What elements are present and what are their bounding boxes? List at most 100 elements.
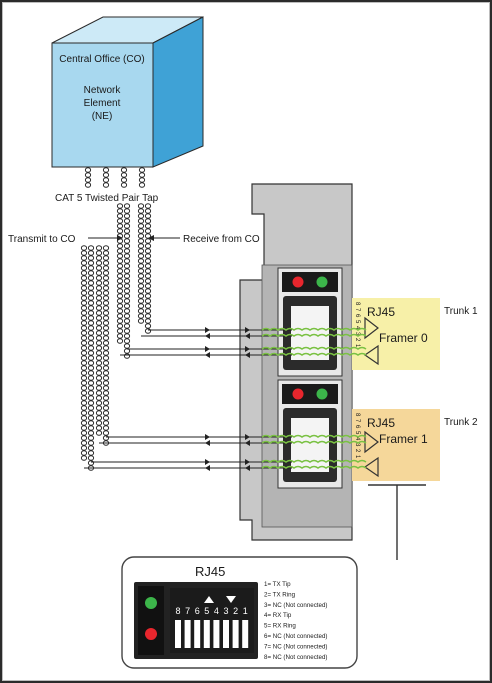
twisted-cable-1-link <box>80 345 88 351</box>
twisted-cable-1-link <box>80 330 88 336</box>
twisted-cable-5-link <box>116 333 124 339</box>
twisted-cable-1 <box>80 245 88 461</box>
detail-title: RJ45 <box>195 564 225 579</box>
twisted-cable-6-link <box>123 323 131 329</box>
twisted-cable-1-link <box>80 265 88 271</box>
twisted-cable-2-link <box>87 345 95 351</box>
twisted-cable-7-link <box>137 263 145 269</box>
twisted-cable-2-link <box>87 300 95 306</box>
twisted-cable-5 <box>116 203 124 344</box>
twisted-cable-8-link <box>144 288 152 294</box>
twisted-cable-6-link <box>123 273 131 279</box>
twisted-cable-1-link <box>80 390 88 396</box>
twisted-cable-2-link <box>87 370 95 376</box>
twisted-cable-1-link <box>80 380 88 386</box>
twisted-cable-6-link <box>123 213 131 219</box>
twisted-cable-6-link <box>123 248 131 254</box>
detail-down-arrow <box>226 596 236 603</box>
twisted-cable-2-link <box>87 290 95 296</box>
twisted-cable-3-link <box>95 320 103 326</box>
stub-cable-3-link <box>120 172 128 178</box>
legend-entry: 2= TX Ring <box>264 591 296 598</box>
stub-cable-1-link <box>84 182 92 188</box>
twisted-cable-8-link <box>144 278 152 284</box>
twisted-cable-6-link <box>123 353 131 359</box>
twisted-cable-2-link <box>87 430 95 436</box>
twisted-cable-8-link <box>144 223 152 229</box>
twisted-cable-7-link <box>137 243 145 249</box>
twisted-cable-1-link <box>80 270 88 276</box>
twisted-cable-3-link <box>95 400 103 406</box>
port-wires <box>84 327 367 471</box>
wire-7-arrow-1 <box>205 459 210 465</box>
twisted-cable-3-link <box>95 375 103 381</box>
twisted-cable-8-link <box>144 318 152 324</box>
twisted-cable-5-link <box>116 273 124 279</box>
twisted-cable-5-link <box>116 298 124 304</box>
network-element-line3: (NE) <box>92 111 113 122</box>
twisted-cable-2-link <box>87 325 95 331</box>
twisted-cable-7-link <box>137 278 145 284</box>
twisted-cable-5-link <box>116 283 124 289</box>
detail-pin-contact <box>175 620 181 648</box>
twisted-cable-7-link <box>137 308 145 314</box>
twisted-cable-3-link <box>95 345 103 351</box>
twisted-cable-4-link <box>102 310 110 316</box>
twisted-cable-2-link <box>87 245 95 251</box>
twisted-cable-5-link <box>116 293 124 299</box>
twisted-cable-1-link <box>80 445 88 451</box>
twisted-cable-8-link <box>144 213 152 219</box>
wire-1-arrow-2 <box>245 327 250 333</box>
detail-pin-contact <box>223 620 229 648</box>
twisted-cable-1-link <box>80 255 88 261</box>
twisted-cable-1-link <box>80 365 88 371</box>
twisted-cable-2-link <box>87 385 95 391</box>
wire-6-arrow-1 <box>205 440 210 446</box>
stub-cable-3-link <box>120 182 128 188</box>
twisted-cable-6-link <box>123 258 131 264</box>
twisted-cable-3-link <box>95 420 103 426</box>
stub-cable-4-link <box>138 172 146 178</box>
twisted-cable-7-link <box>137 268 145 274</box>
twisted-cable-3 <box>95 245 103 436</box>
twisted-cable-2-link <box>87 375 95 381</box>
twisted-cable-2-link <box>87 355 95 361</box>
detail-red-led <box>145 628 157 640</box>
twisted-cable-4-link <box>102 420 110 426</box>
detail-pin-number: 7 <box>185 606 190 616</box>
twisted-cable-1-link <box>80 435 88 441</box>
detail-pin-contact <box>194 620 201 648</box>
twisted-cable-1-link <box>80 370 88 376</box>
detail-green-led <box>145 597 157 609</box>
detail-pin-contact <box>242 620 249 648</box>
stub-cable-1-link <box>84 172 92 178</box>
twisted-cable-3-link <box>95 315 103 321</box>
twisted-cable-3-link <box>95 425 103 431</box>
transmit-arrowhead <box>117 235 123 241</box>
twisted-cable-3-link <box>95 365 103 371</box>
wire-5-arrow-2 <box>245 434 250 440</box>
twisted-pair-cables <box>80 203 152 471</box>
twisted-cable-4-link <box>102 290 110 296</box>
twisted-cable-3-link <box>95 335 103 341</box>
twisted-cable-5-link <box>116 268 124 274</box>
trunk1-label: Trunk 1 <box>444 306 478 317</box>
stub-cable-2-link <box>102 177 110 183</box>
network-element-line2: Element <box>84 98 121 109</box>
twisted-cable-4-link <box>102 430 110 436</box>
framer0-transmit-triangle <box>364 316 379 340</box>
twisted-cable-7-link <box>137 218 145 224</box>
twisted-cable-2-link <box>87 360 95 366</box>
stub-cable-4 <box>138 167 146 188</box>
twisted-cable-8-link <box>144 258 152 264</box>
twisted-cable-4-link <box>102 255 110 261</box>
twisted-cable-8-link <box>144 248 152 254</box>
twisted-cable-6-link <box>123 318 131 324</box>
twisted-cable-2-link <box>87 305 95 311</box>
twisted-cable-1-link <box>80 305 88 311</box>
twisted-cable-2-link <box>87 250 95 256</box>
wire-4-arrow-1 <box>205 352 210 358</box>
twisted-cable-2-link <box>87 450 95 456</box>
twisted-cable-3-link <box>95 350 103 356</box>
